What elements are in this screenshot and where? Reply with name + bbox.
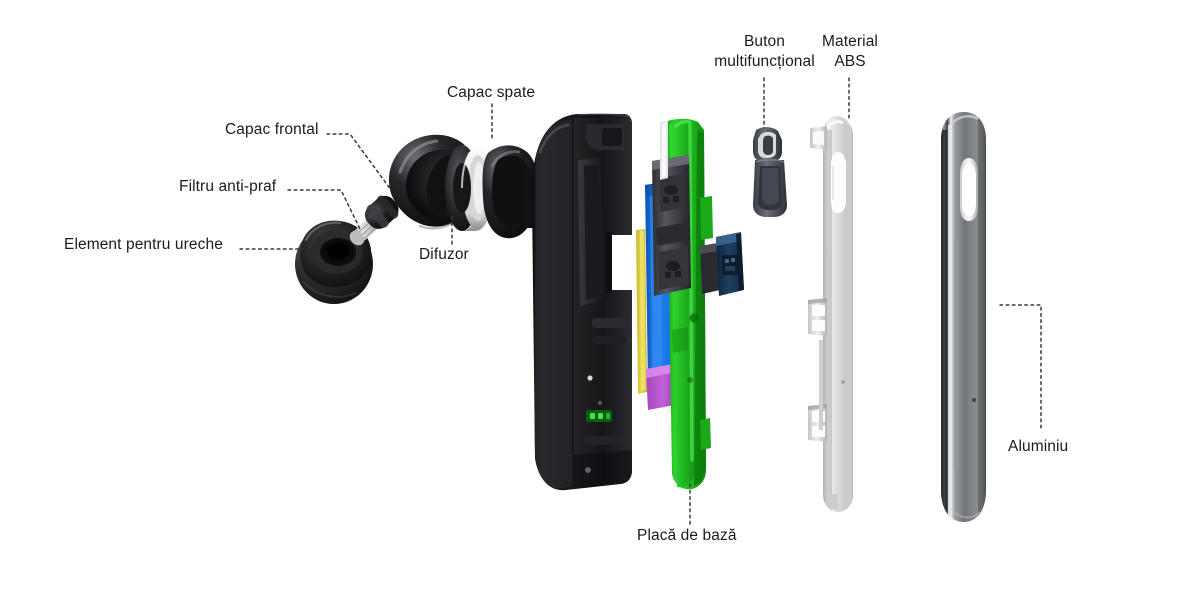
label-dust-filter: Filtru anti-praf — [179, 178, 277, 195]
abs-tab-top — [810, 126, 827, 150]
leader-line-frontcap — [326, 133, 392, 191]
label-front-cap: Capac frontal — [225, 121, 319, 138]
label-main-board: Placă de bază — [637, 527, 737, 544]
label-mf-button: Buton multifuncțional — [714, 33, 815, 70]
part-back-cap — [531, 113, 632, 491]
label-back-cap: Capac spate — [447, 84, 536, 101]
label-speaker-driver: Difuzor — [419, 246, 469, 263]
part-alu-shell — [941, 112, 986, 522]
part-navy-connector — [716, 232, 744, 296]
abs-tab-middle — [808, 298, 827, 336]
part-abs-shell — [808, 116, 853, 512]
part-board-top-tab — [660, 121, 668, 180]
leader-lines — [239, 77, 1042, 525]
part-mf-button — [753, 127, 787, 217]
label-eartip: Element pentru ureche — [64, 236, 223, 253]
label-aluminium: Aluminiu — [1008, 438, 1069, 455]
part-flex-strip — [636, 229, 647, 394]
part-dark-modules — [652, 155, 720, 296]
leader-line-dustfilter — [287, 189, 362, 232]
label-abs-material: Material ABS — [822, 33, 878, 70]
leader-line-aluminium — [999, 304, 1042, 432]
abs-tab-lower — [808, 404, 827, 442]
